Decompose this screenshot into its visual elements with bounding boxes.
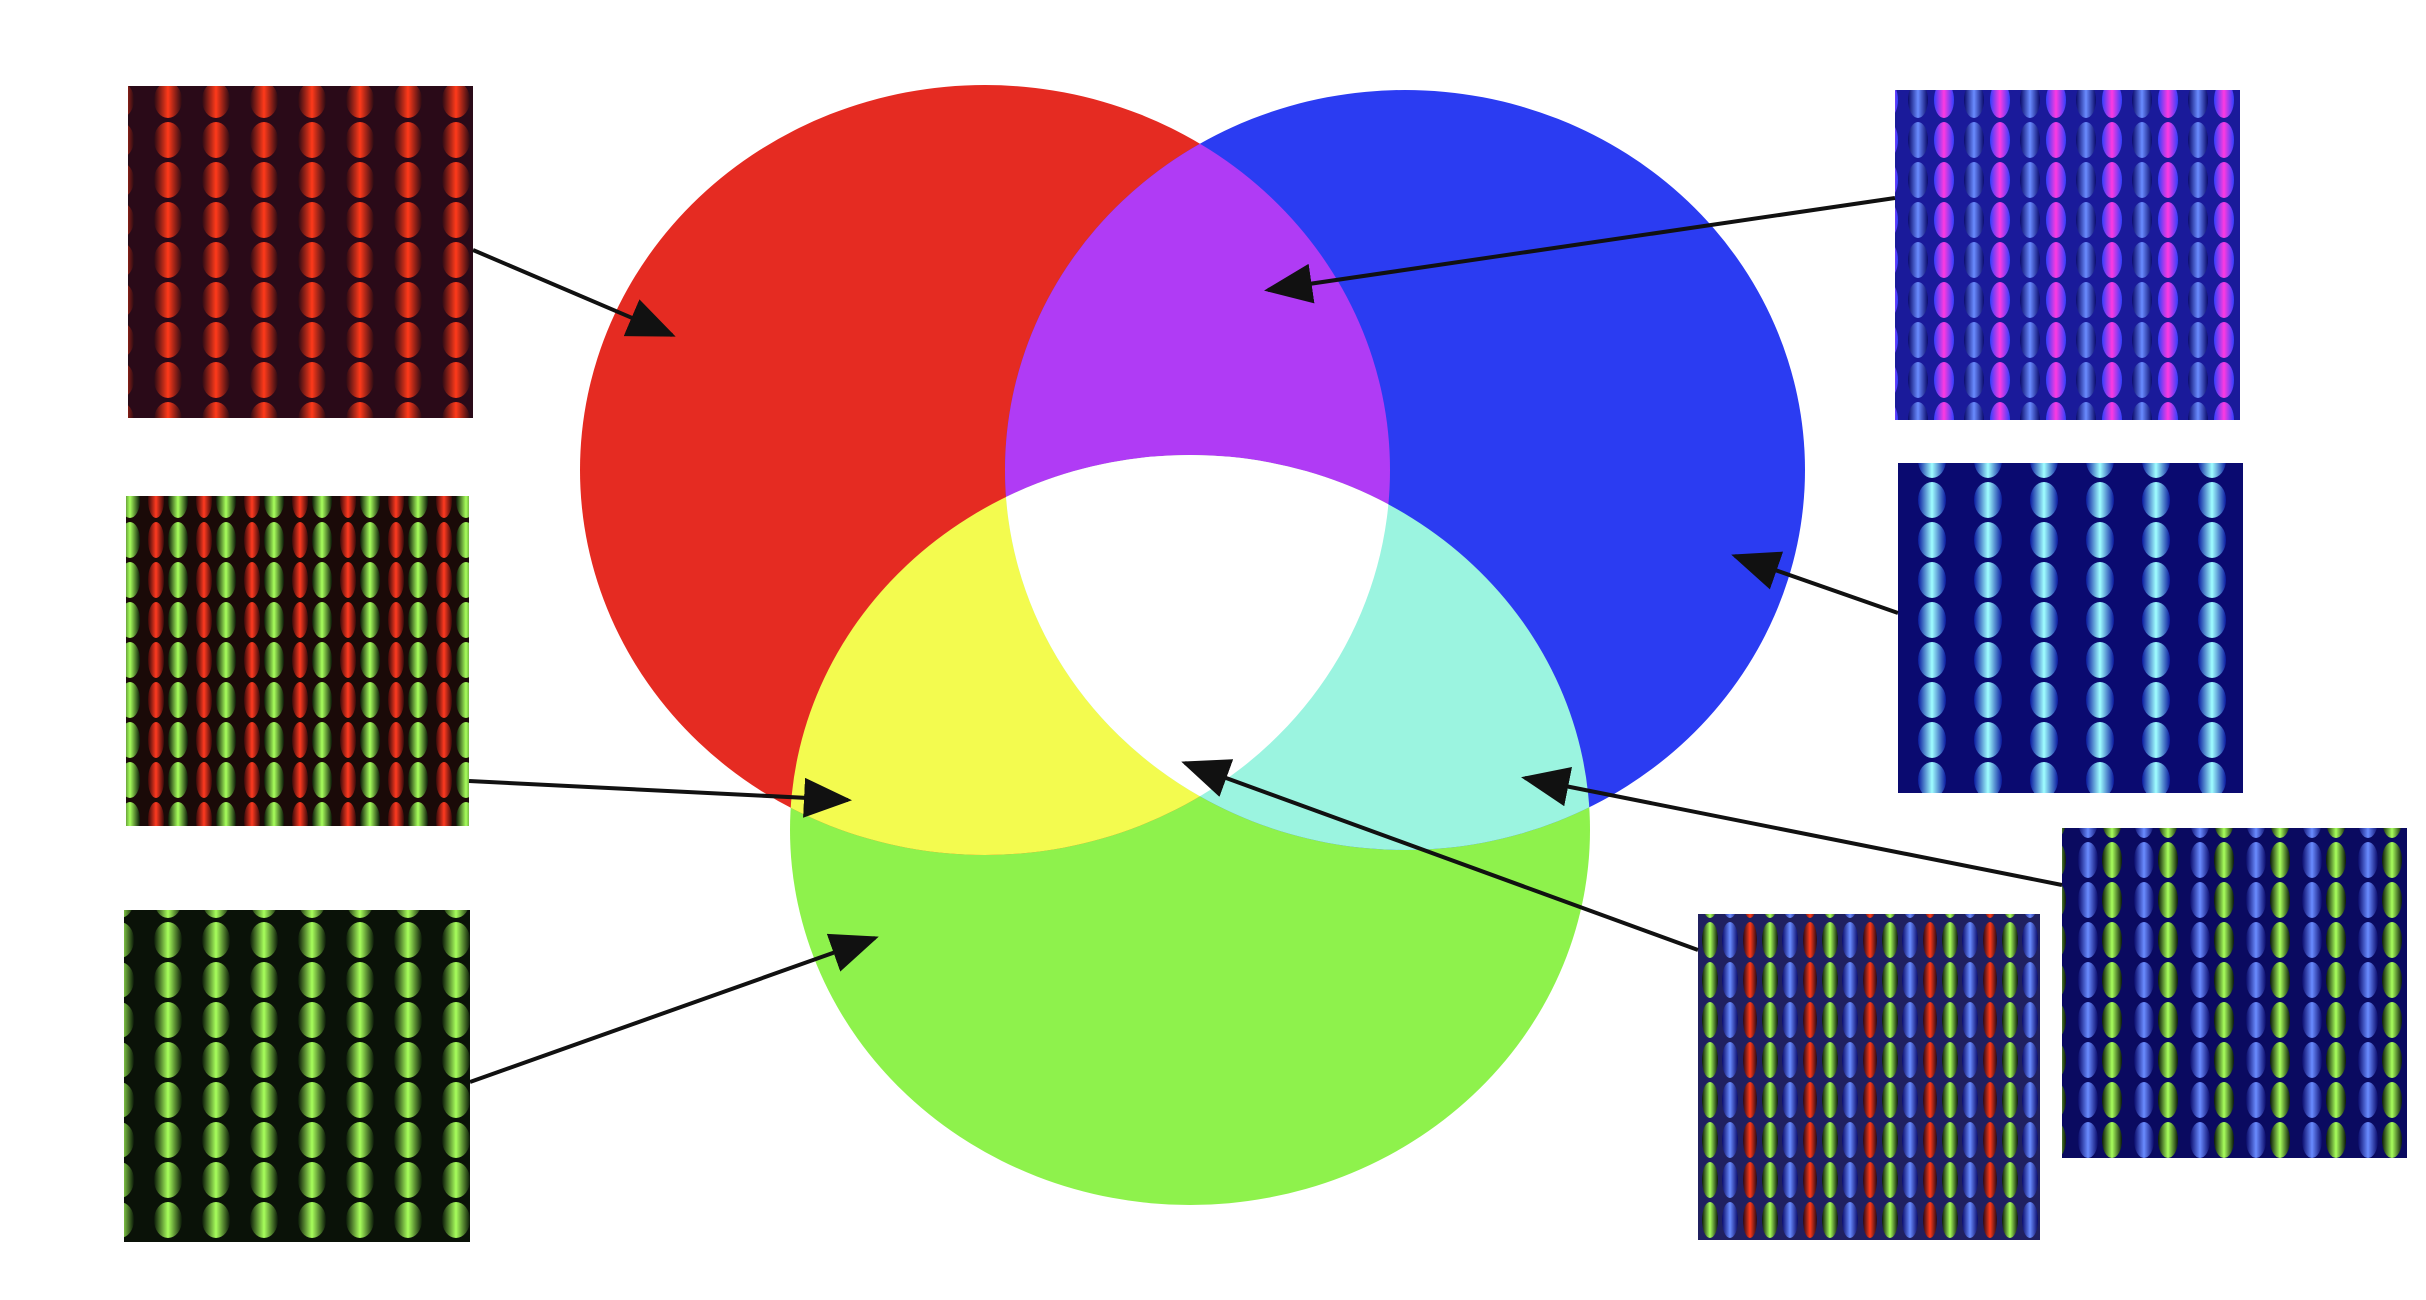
arrow-yellow bbox=[468, 777, 852, 818]
blue-subpixels-photo bbox=[1898, 463, 2243, 793]
arrow-cyan bbox=[1521, 766, 2063, 887]
yellow-subpixels-photo bbox=[126, 496, 469, 826]
magenta-subpixels-photo bbox=[1895, 90, 2240, 420]
red-subpixels-photo bbox=[128, 86, 473, 418]
arrow-red bbox=[472, 248, 676, 337]
arrow-blue bbox=[1731, 551, 1899, 615]
cyan-subpixels-photo bbox=[2062, 828, 2407, 1158]
arrow-white bbox=[1181, 759, 1699, 952]
white-subpixels-photo bbox=[1698, 914, 2040, 1240]
arrow-magenta bbox=[1264, 196, 1896, 304]
green-subpixels-photo bbox=[124, 910, 470, 1242]
arrow-green bbox=[469, 933, 879, 1084]
